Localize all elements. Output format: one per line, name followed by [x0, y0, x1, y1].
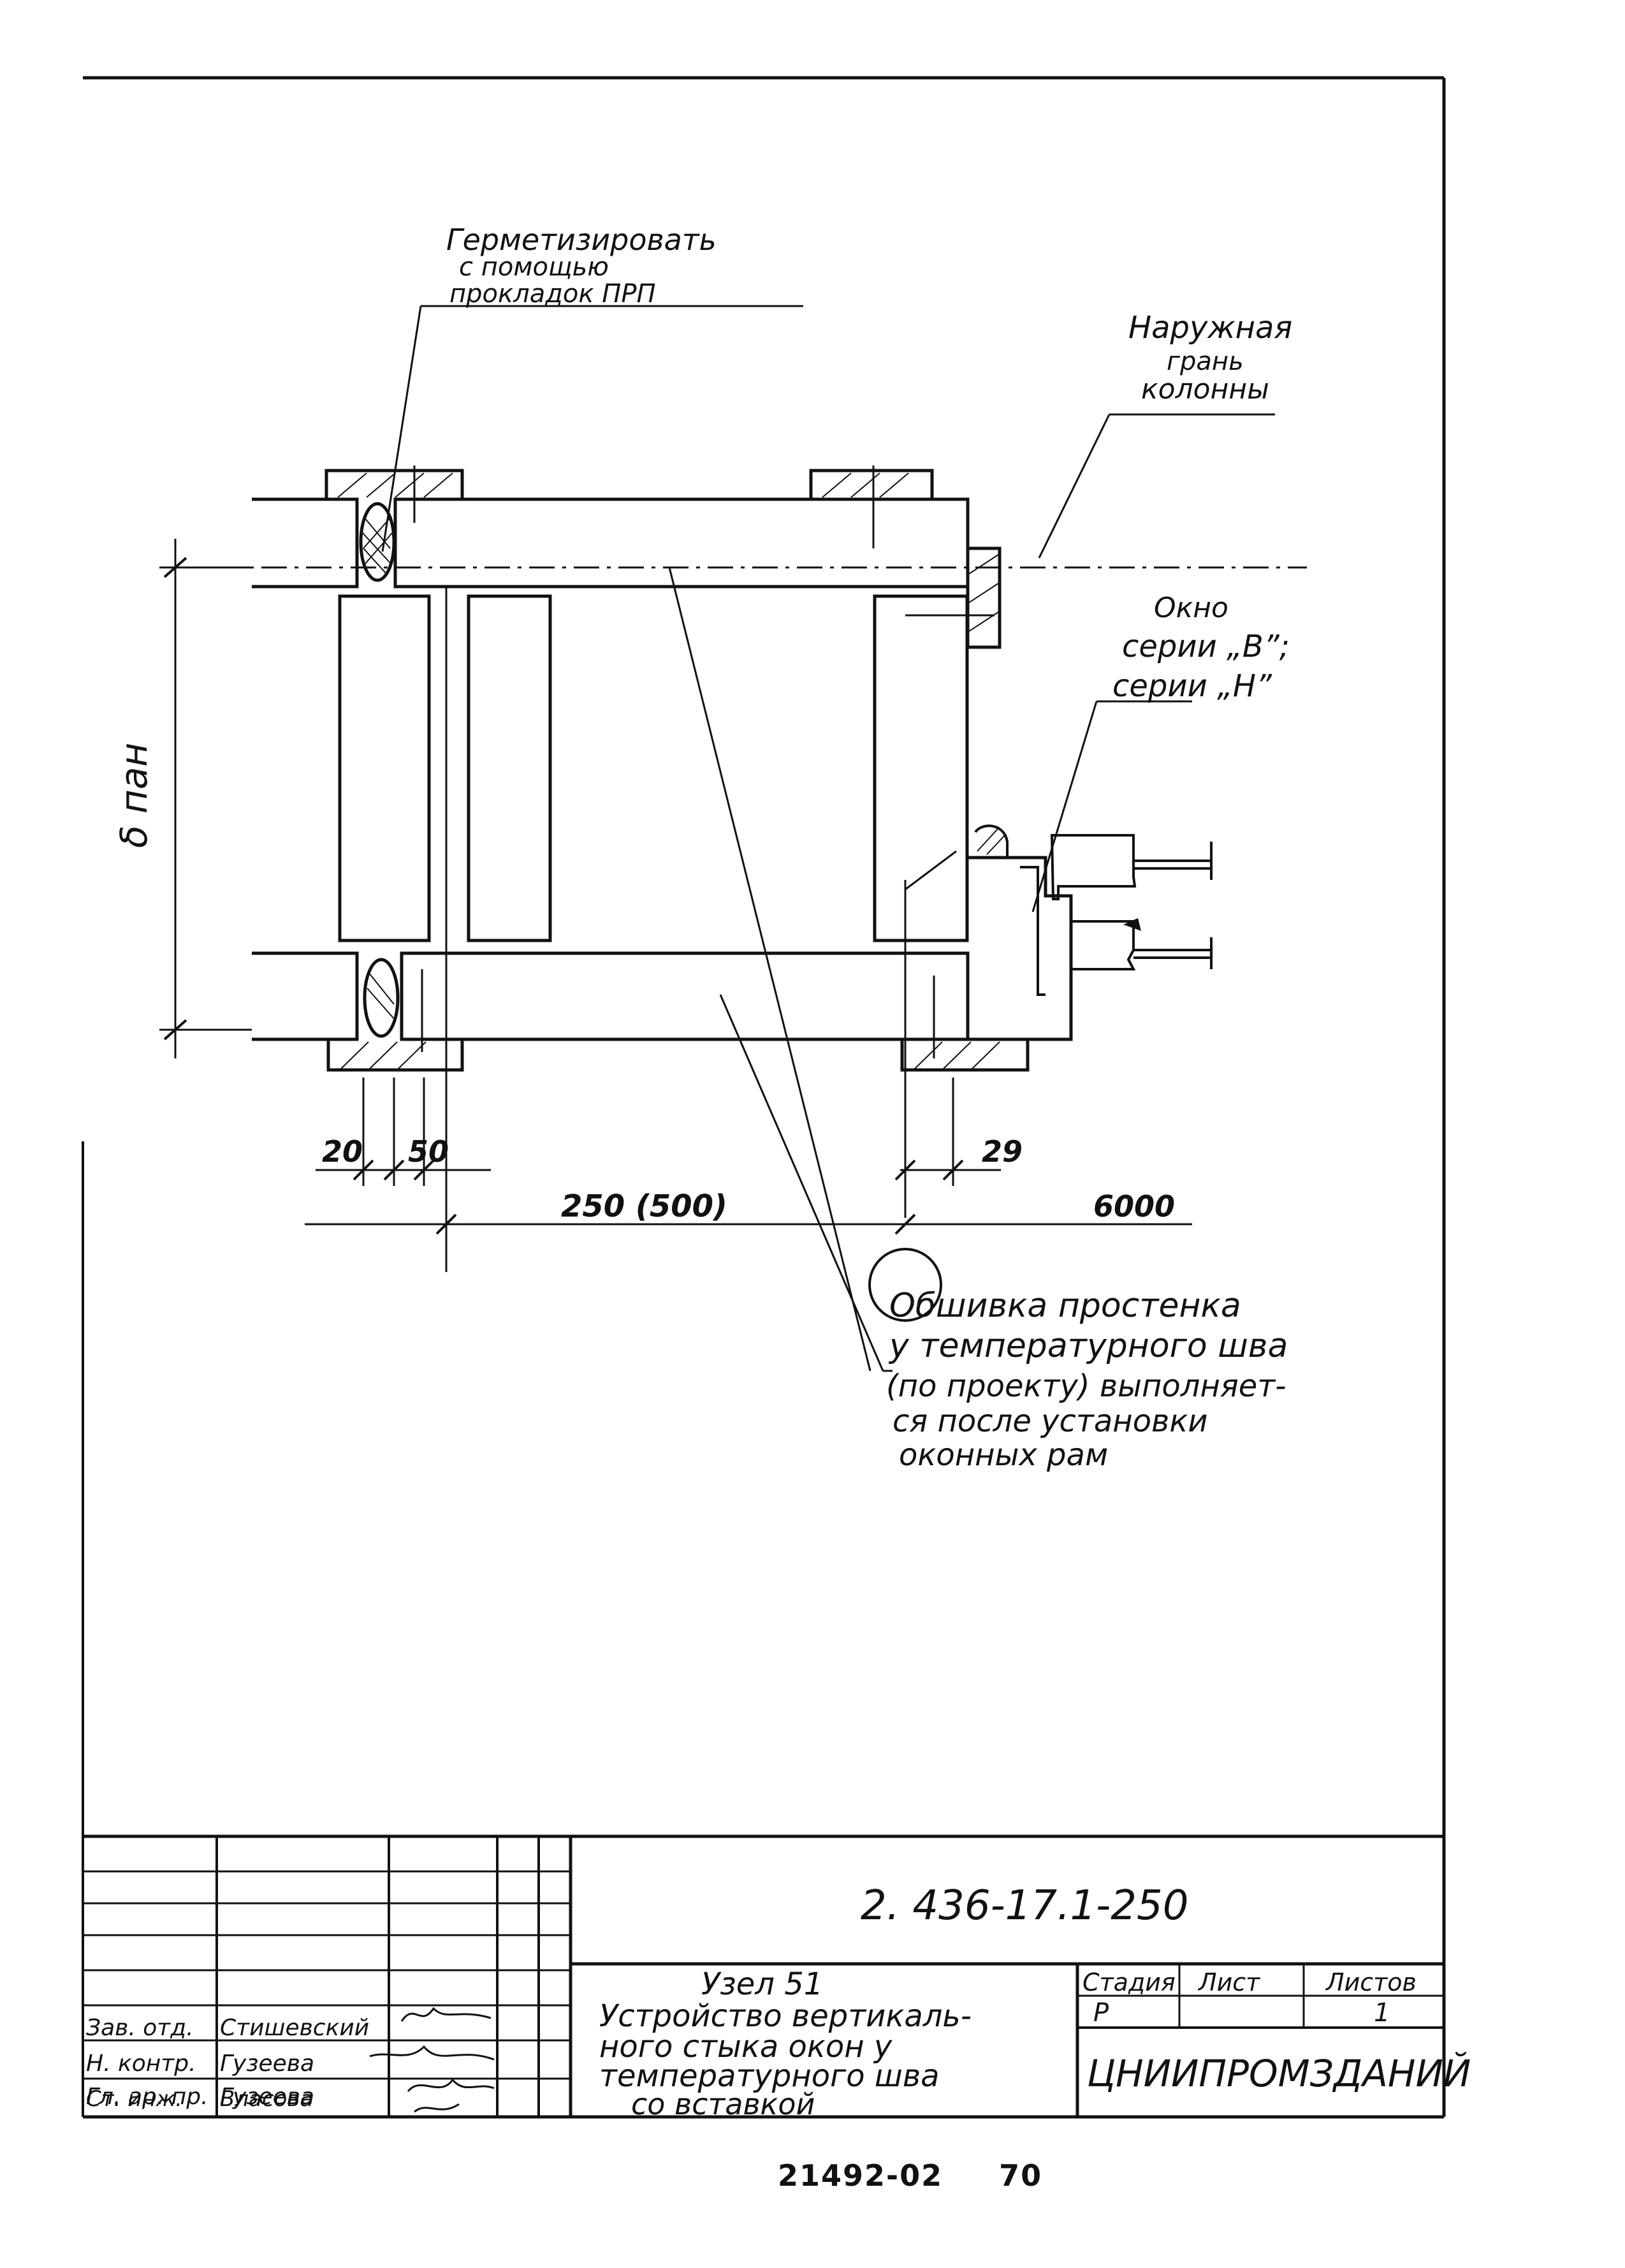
signatures — [369, 2007, 495, 2113]
document-code: 2. 436-17.1-250 — [861, 1882, 1188, 1929]
stage-label: Стадия — [1082, 1968, 1176, 1996]
gasket-lower — [363, 958, 400, 1038]
svg-text:Устройство вертикаль-: Устройство вертикаль- — [599, 1998, 972, 2034]
stamp-people: Зав. отд. Стишевский Н. контр. Гузеева Г… — [86, 2015, 369, 2110]
leader-window — [1031, 701, 1098, 912]
sheets-value: 1 — [1374, 1998, 1390, 2028]
stamp-title: Узел 51 Устройство вертикаль- ного стыка… — [599, 1966, 972, 2121]
stamp-last-row: Ст. инж. Власова — [86, 2086, 386, 2116]
sheet-footer: 21492-02 70 — [778, 2158, 1087, 2193]
svg-text:серии „В”;: серии „В”; — [1122, 629, 1290, 664]
dimension-20: 20 — [322, 1134, 363, 1169]
svg-text:Узел 51: Узел 51 — [701, 1966, 823, 2002]
dimension-6000: 6000 — [1093, 1189, 1175, 1224]
person-role: Ст. инж. — [86, 2086, 182, 2112]
person-name: Стишевский — [220, 2015, 369, 2041]
page-number: 70 — [999, 2158, 1043, 2193]
svg-text:Окно: Окно — [1154, 592, 1228, 624]
organization-name: ЦНИИПРОМЗДАНИЙ — [1087, 2051, 1471, 2095]
svg-text:оконных рам: оконных рам — [899, 1437, 1108, 1473]
axis-marker-circle — [868, 1248, 942, 1322]
svg-text:температурного шва: температурного шва — [599, 2058, 940, 2094]
svg-text:колонны: колонны — [1141, 373, 1269, 406]
joint-detail — [159, 305, 1307, 1372]
person-role: Зав. отд. — [86, 2015, 194, 2041]
gasket-upper — [359, 502, 396, 582]
sheet-label: Лист — [1197, 1968, 1261, 1996]
leader-cladding-2 — [719, 994, 884, 1372]
callout-seal: Герметизировать с помощью прокладок ПРП — [446, 223, 717, 309]
svg-text:(по проекту) выполняет-: (по проекту) выполняет- — [886, 1368, 1286, 1404]
leader-seal — [381, 305, 422, 552]
person-role: Н. контр. — [86, 2051, 196, 2077]
title-block — [83, 1834, 1444, 2117]
svg-text:у температурного шва: у температурного шва — [888, 1327, 1288, 1365]
svg-text:серии „Н”: серии „Н” — [1112, 668, 1272, 704]
svg-text:Герметизировать: Герметизировать — [446, 223, 717, 257]
dimension-250: 250 (500) — [561, 1189, 727, 1224]
svg-text:Обшивка простенка: Обшивка простенка — [889, 1287, 1241, 1325]
dimension-50: 50 — [408, 1134, 449, 1169]
svg-text:прокладок ПРП: прокладок ПРП — [449, 279, 656, 309]
callout-cladding: Обшивка простенка у температурного шва (… — [886, 1287, 1288, 1473]
leader-cladding-1 — [668, 567, 871, 1372]
dimension-panel: δ пан — [112, 743, 156, 848]
person-name: Власова — [220, 2086, 314, 2112]
svg-text:Наружная: Наружная — [1128, 310, 1292, 346]
leader-outer-face — [1038, 414, 1111, 559]
svg-text:с помощью: с помощью — [459, 252, 609, 282]
dimension-29: 29 — [982, 1134, 1023, 1169]
archive-code: 21492-02 — [778, 2158, 944, 2193]
person-name: Гузеева — [220, 2051, 314, 2077]
svg-text:ся после установки: ся после установки — [893, 1403, 1208, 1439]
sheets-label: Листов — [1325, 1968, 1417, 1996]
svg-text:грань: грань — [1167, 347, 1244, 376]
svg-text:ного стыка окон у: ного стыка окон у — [599, 2029, 893, 2065]
person-name: Гузеева — [220, 2084, 314, 2110]
callout-window: Окно серии „В”; серии „Н” — [1112, 592, 1290, 704]
svg-text:со вставкой: со вставкой — [631, 2087, 815, 2121]
callout-outer-face: Наружная грань колонны — [1128, 310, 1292, 406]
sheet-frame — [82, 76, 1446, 2119]
stage-value: Р — [1093, 1998, 1109, 2028]
person-role: Гл. ар. пр. — [86, 2084, 208, 2110]
